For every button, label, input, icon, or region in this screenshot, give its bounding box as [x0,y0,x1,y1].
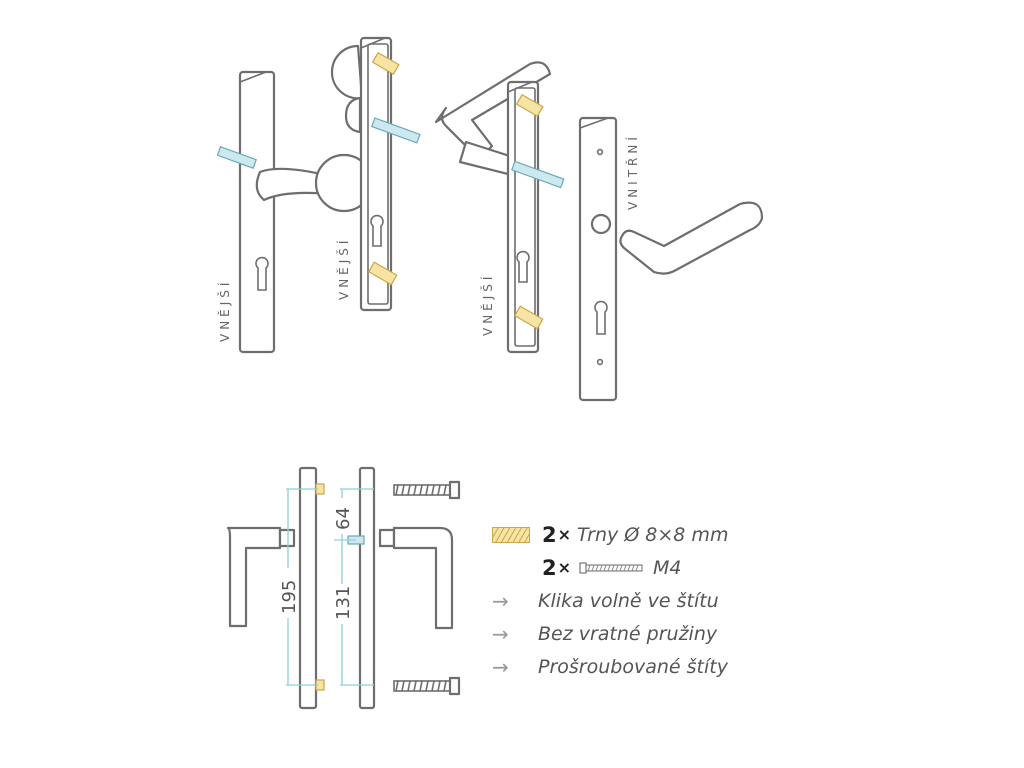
feature-label: Prošroubované štíty [538,655,728,678]
arrow-right-icon: → [492,621,509,646]
spindle [216,145,257,169]
feature-label: Bez vratné pružiny [538,622,718,645]
lever [619,201,764,275]
right-lever-collar [378,528,396,548]
inner-plate-1 [330,36,421,312]
plate-edge [360,37,386,49]
arrow-right-icon: → [492,654,509,679]
plate-edge [239,71,267,83]
right-plate [358,466,376,710]
screws-count: 2 [542,555,557,580]
cylinder-hole [370,214,384,247]
rose-ring [590,213,612,235]
legend-feature-3: → Prošroubované štíty [492,650,792,683]
left-lever [226,526,282,628]
label-outer-1: VNĚJŠÍ [217,279,232,342]
legend: 2 × Trny Ø 8×8 mm 2 × M4 → Klika volně v… [492,518,792,683]
pins-count: 2 [542,522,557,547]
arrow-right-icon: → [492,588,509,613]
spindle [511,160,565,189]
cylinder-hole [594,300,608,335]
screw-icon [579,561,643,574]
pin-icon [492,526,530,543]
outer-plate-lever-assembly [434,61,565,354]
outer-plate-knob-assembly [216,70,374,354]
pins-label: Trny Ø 8×8 mm [577,523,729,546]
label-inner: VNITŘNÍ [625,133,640,210]
plate-outline [238,70,276,354]
inner-plate-lever-assembly [578,116,764,402]
screw-top-head [448,480,461,500]
rose-lower [344,96,362,134]
cylinder-hole [255,256,269,291]
plate-edge [507,81,533,93]
dim-label-195: 195 [279,580,300,614]
pin-top [515,93,544,118]
spindle [370,117,421,144]
screws-times: × [557,558,572,577]
screw-bottom-head [448,676,461,696]
screw-hole-bottom [596,358,604,366]
left-lever-collar [278,528,296,548]
rose-back [330,44,364,100]
plate-outline [578,116,618,402]
screw-bottom-thread [395,680,447,692]
pins-times: × [557,525,572,544]
right-lever [392,526,454,630]
dim-label-131: 131 [333,586,354,620]
pin-bottom [367,261,398,286]
screw-hole-top [596,148,604,156]
pin-top [371,51,400,76]
feature-label: Klika volně ve štítu [538,589,719,612]
technical-drawing [226,466,461,710]
legend-feature-2: → Bez vratné pružiny [492,617,792,650]
plate-inner [514,87,536,347]
legend-pins-row: 2 × Trny Ø 8×8 mm [492,518,792,551]
knob-neck [255,167,332,202]
plate-inner [367,43,389,305]
legend-screws-row: 2 × M4 [492,551,792,584]
plate-edge [579,117,609,129]
cylinder-hole [516,250,530,283]
label-outer-3: VNĚJŠÍ [480,273,495,336]
pin-bottom [513,305,544,330]
legend-feature-1: → Klika volně ve štítu [492,584,792,617]
screws-label: M4 [653,556,682,579]
dim-label-64: 64 [333,507,354,530]
label-outer-2: VNĚJŠÍ [336,237,351,300]
left-plate [298,466,318,710]
screw-top-thread [395,484,447,496]
